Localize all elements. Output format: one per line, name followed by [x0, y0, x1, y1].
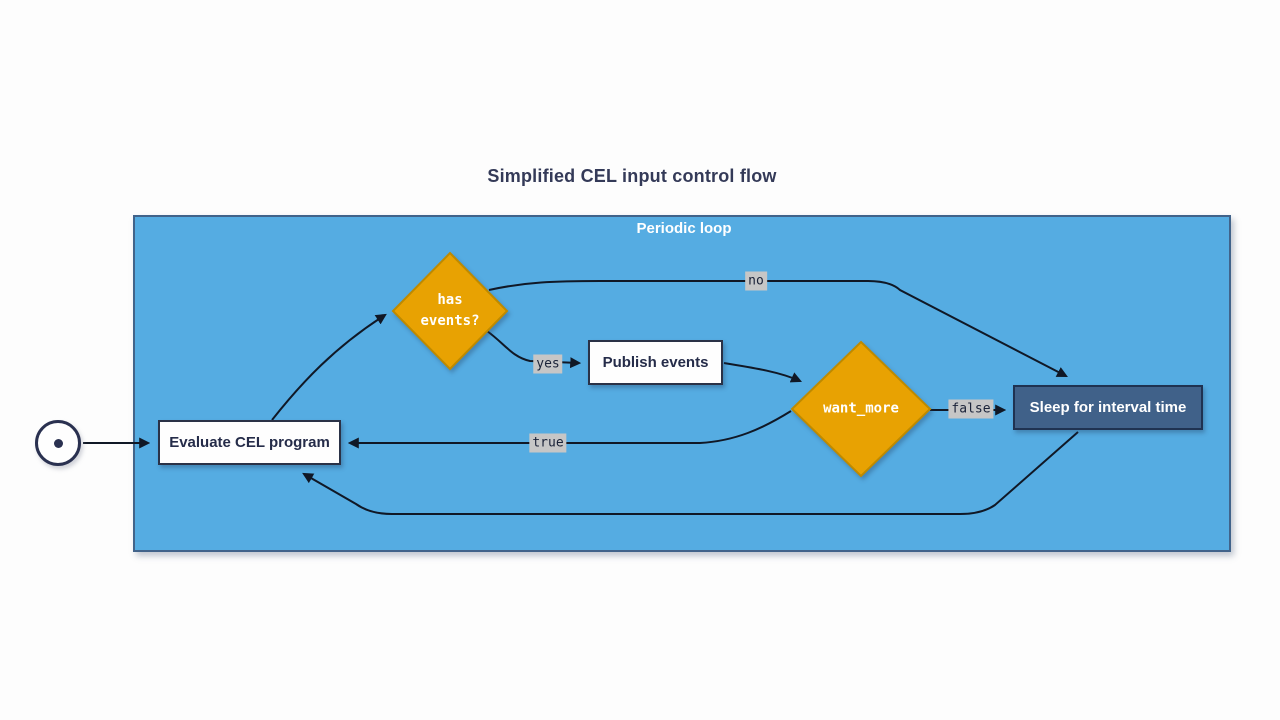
start-node-dot: [53, 438, 63, 448]
publish-events-node: Publish events: [588, 340, 723, 385]
edge-label-no: no: [745, 271, 767, 291]
edge-label-yes: yes: [533, 354, 563, 374]
want-more-diamond: [790, 340, 932, 478]
has-events-label: has events?: [420, 292, 480, 329]
periodic-loop-label: Periodic loop: [636, 220, 732, 237]
edge-label-true: true: [529, 433, 567, 453]
want-more-label: want_more: [823, 400, 899, 417]
start-node: [35, 420, 81, 466]
edge-has-events-yes-to-publish: [486, 330, 582, 369]
sleep-for-interval-node: Sleep for interval time: [1013, 385, 1203, 430]
edge-label-false: false: [948, 399, 994, 419]
edge-publish-to-want-more: [723, 362, 803, 383]
publish-events-label: Publish events: [602, 354, 709, 371]
evaluate-cel-program-node: Evaluate CEL program: [158, 420, 341, 465]
edge-has-events-no-to-sleep: [488, 280, 1068, 378]
edge-sleep-return-to-evaluate: [302, 431, 1079, 515]
edge-want-more-true-to-evaluate: [347, 410, 792, 449]
has-events-diamond: [391, 251, 509, 371]
edge-evaluate-to-has-events: [271, 313, 387, 421]
evaluate-cel-program-label: Evaluate CEL program: [169, 434, 330, 451]
diagram-title: Simplified CEL input control flow: [487, 166, 777, 186]
sleep-for-interval-label: Sleep for interval time: [1029, 399, 1187, 416]
